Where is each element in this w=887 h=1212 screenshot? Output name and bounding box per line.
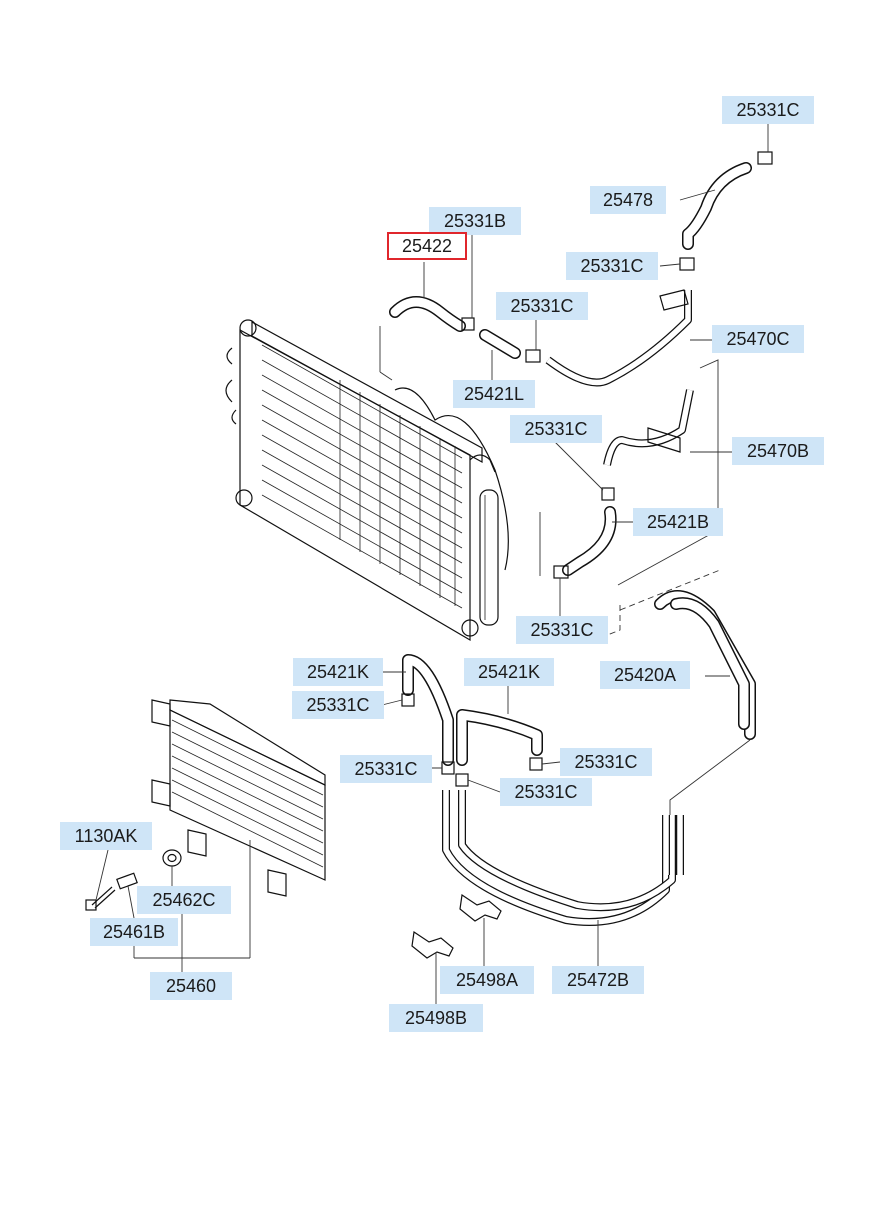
callout-25420A[interactable]: 25420A [600, 661, 690, 689]
callout-25470C[interactable]: 25470C [712, 325, 804, 353]
hose-25422 [389, 296, 521, 359]
callout-25498B[interactable]: 25498B [389, 1004, 483, 1032]
callout-25331C[interactable]: 25331C [510, 415, 602, 443]
callout-25478[interactable]: 25478 [590, 186, 666, 214]
clamp-25498A [459, 893, 502, 922]
callout-25331C[interactable]: 25331C [292, 691, 384, 719]
callout-1130AK[interactable]: 1130AK [60, 822, 152, 850]
oil-cooler-25460 [151, 699, 326, 897]
radiator-assembly [225, 319, 509, 642]
clamp-25498B [411, 930, 454, 959]
bolt-1130AK [85, 886, 116, 911]
pipe-25470C [525, 289, 692, 387]
callout-25331C[interactable]: 25331C [722, 96, 814, 124]
bushing-25462C [162, 849, 182, 867]
hose-25478 [679, 151, 773, 271]
callout-25421L[interactable]: 25421L [453, 380, 535, 408]
callout-25462C[interactable]: 25462C [137, 886, 231, 914]
callout-25498A[interactable]: 25498A [440, 966, 534, 994]
callout-25331C[interactable]: 25331C [516, 616, 608, 644]
hose-25420A [654, 590, 756, 740]
callout-25331C[interactable]: 25331C [566, 252, 658, 280]
sleeve-25461B [116, 872, 138, 890]
callout-25421B[interactable]: 25421B [633, 508, 723, 536]
pipe-25470B [601, 389, 694, 501]
callout-25422-selected[interactable]: 25422 [387, 232, 467, 260]
callout-25421K[interactable]: 25421K [293, 658, 383, 686]
hoses-25421K [401, 654, 543, 787]
pipe-25472B [442, 790, 684, 926]
callout-25461B[interactable]: 25461B [90, 918, 178, 946]
callout-25331C[interactable]: 25331C [496, 292, 588, 320]
callout-25331B[interactable]: 25331B [429, 207, 521, 235]
callout-25470B[interactable]: 25470B [732, 437, 824, 465]
hose-25421B [553, 506, 617, 579]
callout-25460[interactable]: 25460 [150, 972, 232, 1000]
callout-25331C[interactable]: 25331C [560, 748, 652, 776]
callout-25331C[interactable]: 25331C [340, 755, 432, 783]
callout-25421K[interactable]: 25421K [464, 658, 554, 686]
callout-25331C[interactable]: 25331C [500, 778, 592, 806]
callout-25472B[interactable]: 25472B [552, 966, 644, 994]
leader-lines [95, 124, 769, 1004]
